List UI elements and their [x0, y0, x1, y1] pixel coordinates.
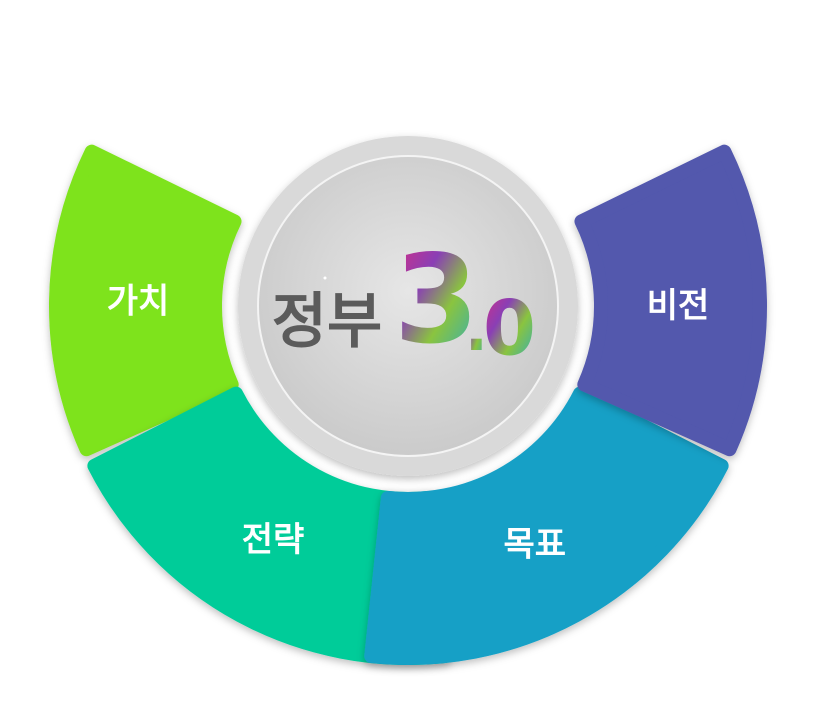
segment-label-strategy: 전략 — [242, 520, 305, 560]
segment-vision — [574, 144, 767, 457]
segment-goal — [364, 386, 729, 665]
center-disc — [238, 136, 578, 476]
segment-value — [49, 144, 242, 457]
center-disc-inner — [257, 155, 559, 457]
center-disc-sparkle — [323, 276, 327, 280]
segment-label-value: 가치 — [107, 281, 170, 321]
ring-segments — [49, 144, 767, 665]
version-major: 3 — [394, 229, 479, 371]
version-dot: . — [465, 295, 488, 365]
version-logo: 3 . 0 — [394, 229, 536, 373]
center-title-word: 정부 — [272, 287, 382, 357]
segment-label-vision: 비전 — [647, 286, 710, 326]
segment-label-goal: 목표 — [503, 524, 566, 564]
version-minor: 0 — [483, 284, 536, 373]
segment-strategy — [87, 386, 452, 665]
